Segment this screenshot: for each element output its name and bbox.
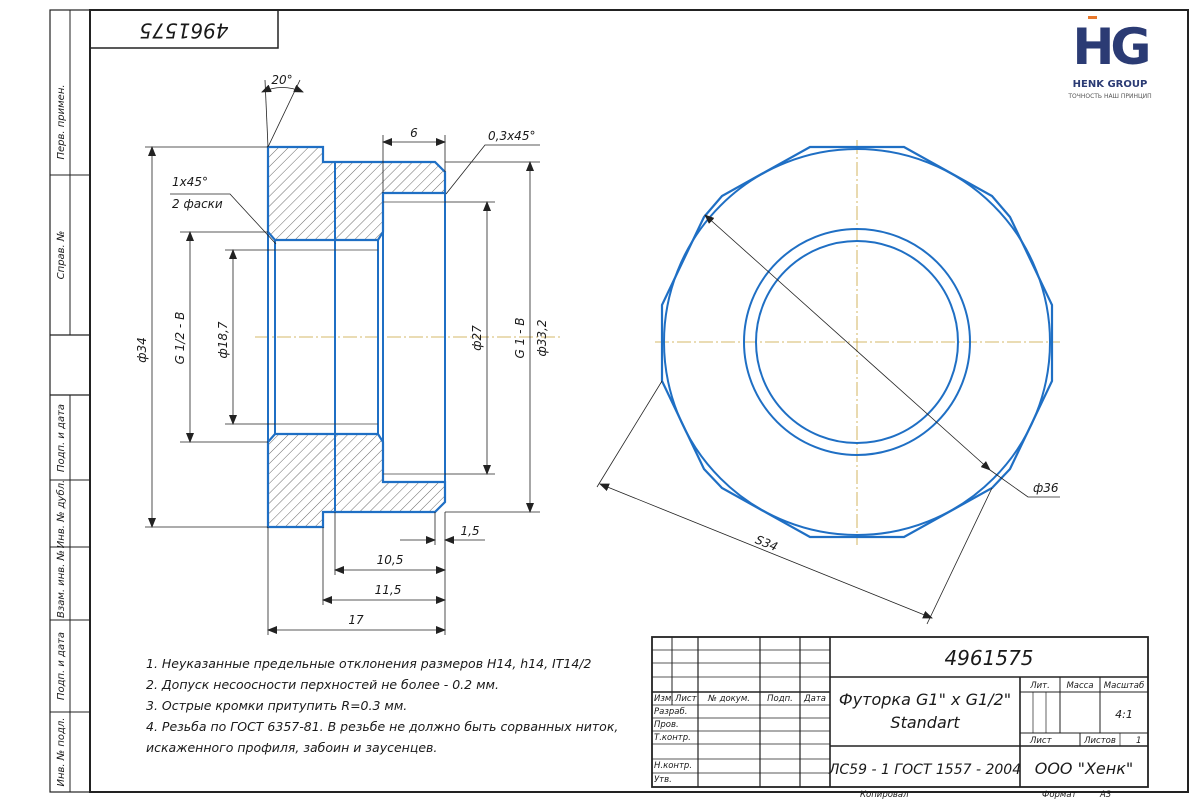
tb-scale-value: 4:1: [1115, 708, 1133, 721]
note-4: 4. Резьба по ГОСТ 6357-81. В резьбе не д…: [146, 719, 618, 734]
tb-material: ЛС59 - 1 ГОСТ 1557 - 2004: [828, 762, 1021, 778]
tb-massa: Масса: [1066, 681, 1093, 691]
tb-list-label: Лист: [1029, 736, 1053, 746]
side-perv-primen: Перв. примен.: [56, 84, 67, 159]
tb-format-value: А3: [1099, 790, 1111, 800]
side-podp-data-2: Подп. и дата: [56, 632, 67, 700]
dim-thread-g1: G 1 - B: [513, 318, 527, 359]
dim-10-5: 10,5: [377, 553, 404, 567]
side-inv-podl: Инв. № подл.: [56, 718, 67, 787]
tb-doc-number: 4961575: [944, 646, 1033, 670]
logo-company: HENK GROUP: [1073, 79, 1148, 90]
tb-tkontr: Т.контр.: [654, 733, 691, 743]
logo-letters: HG: [1073, 18, 1149, 76]
side-inv-dubl: Инв. № дубл.: [55, 480, 67, 548]
side-vzam-inv: Взам. инв. №: [56, 550, 67, 618]
dim-1-5: 1,5: [460, 524, 479, 538]
dim-s34: S34: [753, 533, 779, 555]
side-podp-data-1: Подп. и дата: [56, 404, 67, 472]
section-top-half: [266, 145, 447, 242]
tb-masshtab: Масштаб: [1104, 681, 1144, 691]
dim-dia-36: ф36: [1033, 481, 1059, 495]
side-strip: Перв. примен. Справ. № Подп. и дата Инв.…: [55, 84, 67, 786]
stamp-number-rotated: 4961575: [139, 19, 228, 43]
dim-thread-g12: G 1/2 - B: [173, 312, 187, 365]
tb-format-label: Формат: [1042, 790, 1078, 800]
dim-dia-34: ф34: [135, 337, 149, 363]
note-1: 1. Неуказанные предельные отклонения раз…: [146, 656, 591, 671]
dim-17: 17: [348, 613, 364, 627]
tb-company: ООО "Хенк": [1035, 759, 1134, 778]
tb-lit: Лит.: [1029, 681, 1050, 691]
dim-6: 6: [410, 126, 418, 140]
technical-notes: 1. Неуказанные предельные отклонения раз…: [146, 656, 618, 755]
dim-11-5: 11,5: [375, 583, 402, 597]
section-bottom-half: [266, 432, 447, 529]
tb-prov: Пров.: [654, 720, 679, 730]
tb-listov-value: 1: [1136, 736, 1141, 746]
tb-nkontr: Н.контр.: [654, 761, 692, 771]
section-view: 20° 6 0,3х45° 1х45° 2 фаски ф34 G 1/2 - …: [135, 73, 560, 635]
front-view: S34 ф36: [596, 140, 1060, 625]
sheet-frame: [49, 9, 1189, 793]
tb-name-line2: Standart: [890, 713, 960, 732]
dim-chamfer-note: 2 фаски: [172, 197, 223, 211]
logo-slogan: ТОЧНОСТЬ НАШ ПРИНЦИП: [1067, 93, 1151, 100]
note-2: 2. Допуск несоосности перхностей не боле…: [146, 677, 499, 692]
tb-no-dokum: № докум.: [707, 694, 750, 704]
title-block: 4961575 Изм. Лист № докум. Подп. Дата Ра…: [651, 636, 1149, 800]
dim-angle-20: 20°: [271, 73, 292, 87]
note-3: 3. Острые кромки притупить R=0.3 мм.: [146, 698, 407, 713]
tb-listov-label: Листов: [1083, 736, 1116, 746]
dim-dia-332: ф33,2: [535, 320, 549, 357]
tb-utv: Утв.: [654, 775, 672, 785]
dim-dia-27: ф27: [470, 325, 484, 351]
tb-data: Дата: [803, 694, 826, 704]
tb-izm: Изм.: [654, 694, 674, 704]
note-4-cont: искаженного профиля, забоин и заусенцев.: [146, 740, 437, 755]
henk-group-logo: HG HENK GROUP ТОЧНОСТЬ НАШ ПРИНЦИП: [1067, 16, 1152, 100]
side-sprav-no: Справ. №: [56, 231, 67, 280]
tb-razrab: Разраб.: [654, 707, 687, 717]
tb-list: Лист: [674, 694, 698, 704]
tb-podp: Подп.: [767, 694, 793, 704]
tb-name-line1: Футорка G1" х G1/2": [839, 690, 1011, 709]
dim-dia-187: ф18,7: [216, 321, 230, 358]
dim-chamfer-03: 0,3х45°: [488, 129, 535, 143]
dim-chamfer-1: 1х45°: [172, 175, 208, 189]
tb-kopiroval: Копировал: [860, 790, 909, 800]
